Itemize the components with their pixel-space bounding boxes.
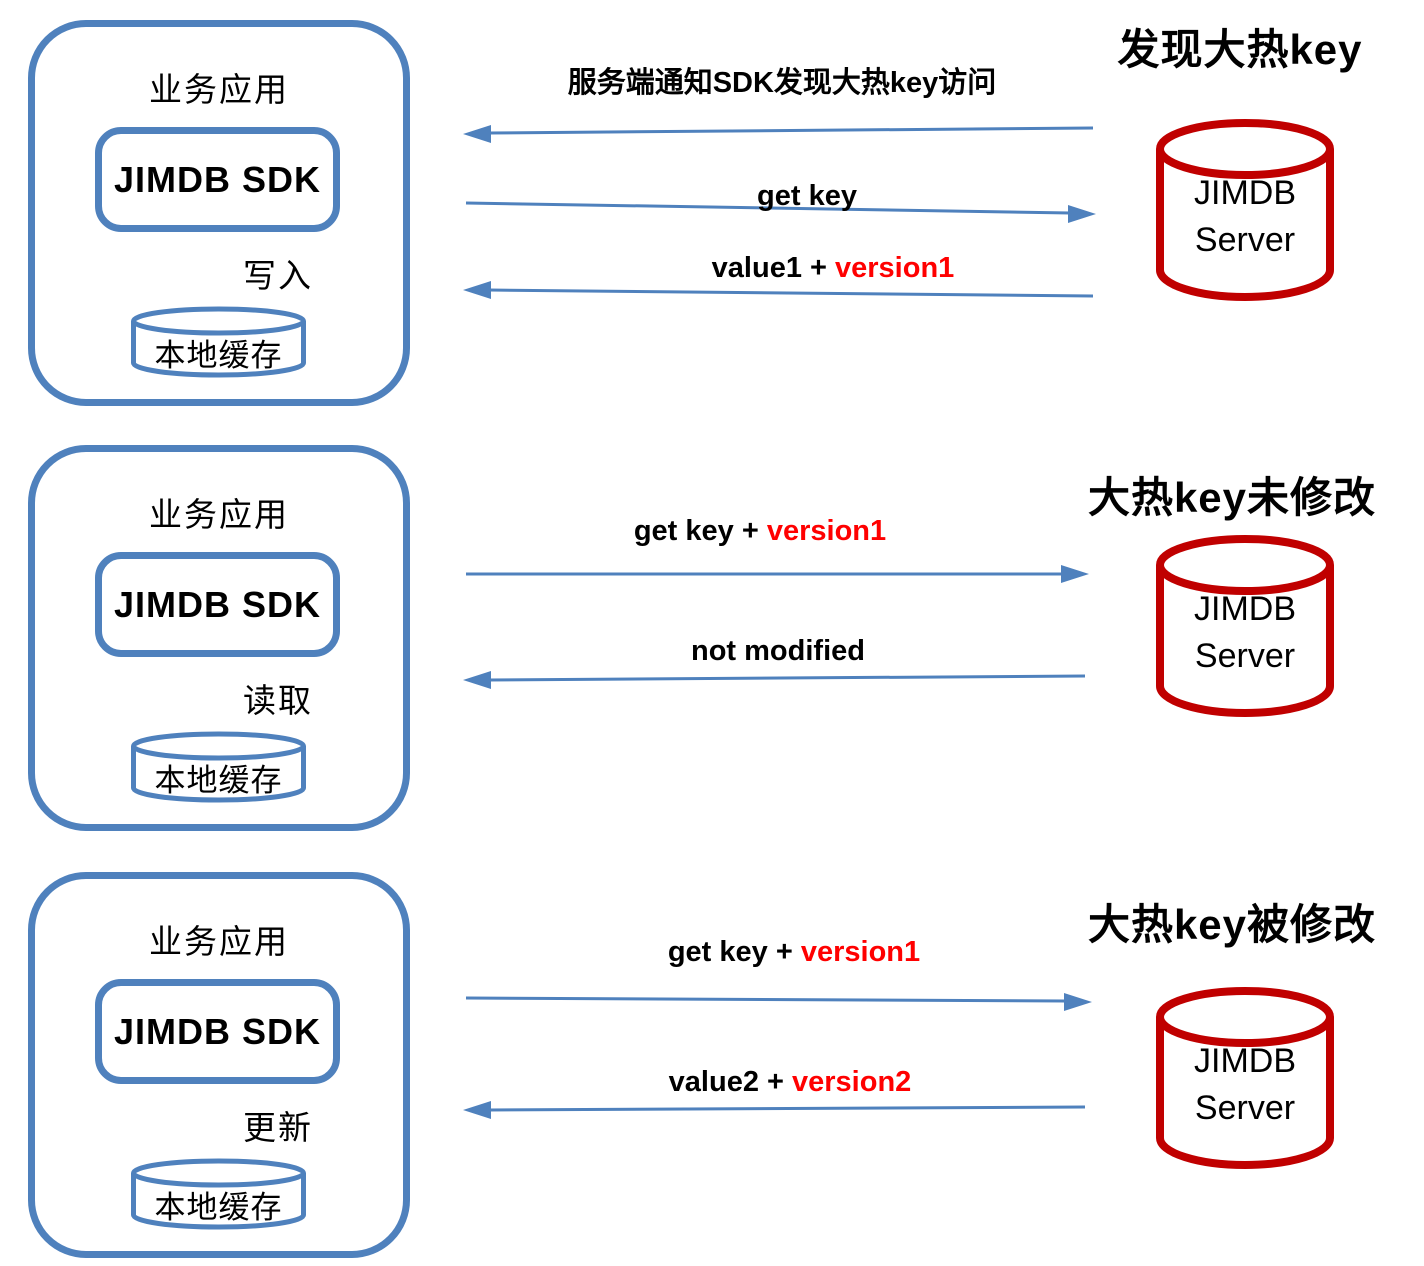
message-text: 服务端通知SDK发现大热key访问 (567, 67, 997, 99)
app-title: 业务应用 (149, 498, 289, 534)
action-label-read: 读取 (243, 684, 313, 720)
not-modified-arrow-left (463, 671, 1086, 689)
message-highlight: version1 (835, 252, 955, 284)
section-title-2: 大热key未修改 (1087, 474, 1377, 521)
cache-label: 本地缓存 (154, 1190, 283, 1225)
cache-label: 本地缓存 (154, 763, 283, 798)
action-label-write: 写入 (243, 259, 313, 295)
message-not-modified: not modified (498, 634, 1058, 668)
cache-label: 本地缓存 (154, 338, 283, 373)
message-text: value2 + (668, 1066, 793, 1098)
server-label-line1: JIMDB (1194, 174, 1296, 212)
message-text: get key (757, 180, 857, 212)
sdk-label: JIMDB SDK (113, 583, 322, 625)
sdk-box: JIMDB SDK (95, 979, 340, 1084)
server-cylinder-2: JIMDB Server (1155, 534, 1335, 718)
sdk-box: JIMDB SDK (95, 552, 340, 657)
message-get-key-version1-s2: get key + version1 (480, 514, 1040, 548)
sdk-box: JIMDB SDK (95, 127, 340, 232)
server-label: JIMDB Server (1155, 586, 1335, 680)
server-label: JIMDB Server (1155, 170, 1335, 264)
server-label-line2: Server (1194, 637, 1296, 675)
message-highlight: version1 (766, 515, 887, 547)
message-get-key-version1-s3: get key + version1 (514, 935, 1074, 969)
app-title: 业务应用 (149, 925, 289, 961)
server-label-line1: JIMDB (1194, 590, 1296, 628)
server-label: JIMDB Server (1155, 1038, 1335, 1132)
message-text: value1 + (711, 252, 836, 284)
message-text: not modified (691, 635, 865, 667)
message-value1-version1: value1 + version1 (553, 251, 1113, 285)
get-key-version1-arrow-right-s3 (465, 993, 1092, 1011)
value2-version2-arrow-left (463, 1101, 1086, 1119)
app-box-3: 业务应用 JIMDB SDK 更新 本地缓存 (28, 872, 410, 1258)
local-cache-cylinder: 本地缓存 (130, 306, 307, 379)
server-cylinder-1: JIMDB Server (1155, 118, 1335, 302)
cache-cylinder-shape (131, 306, 306, 378)
section-title-1: 发现大热key (1117, 26, 1363, 73)
local-cache-cylinder: 本地缓存 (130, 731, 307, 804)
notify-sdk-arrow-left (463, 125, 1094, 143)
server-cylinder-shape (1156, 119, 1334, 301)
server-cylinder-shape (1156, 535, 1334, 717)
cache-cylinder-shape (131, 1158, 306, 1230)
app-box-1: 业务应用 JIMDB SDK 写入 本地缓存 (28, 20, 410, 406)
section-title-3: 大热key被修改 (1087, 901, 1377, 948)
message-get-key: get key (527, 179, 1087, 213)
cache-cylinder-shape (131, 731, 306, 803)
message-text: get key + (633, 515, 767, 547)
sdk-label: JIMDB SDK (113, 158, 322, 200)
server-label-line2: Server (1194, 1089, 1296, 1127)
action-label-update: 更新 (243, 1111, 313, 1147)
server-cylinder-shape (1156, 987, 1334, 1169)
local-cache-cylinder: 本地缓存 (130, 1158, 307, 1231)
app-box-2: 业务应用 JIMDB SDK 读取 本地缓存 (28, 445, 410, 831)
app-title: 业务应用 (149, 73, 289, 109)
message-highlight: version2 (792, 1066, 912, 1098)
server-label-line1: JIMDB (1194, 1042, 1296, 1080)
server-label-line2: Server (1194, 221, 1296, 259)
message-value2-version2: value2 + version2 (510, 1065, 1070, 1099)
server-cylinder-3: JIMDB Server (1155, 986, 1335, 1170)
sdk-label: JIMDB SDK (113, 1010, 322, 1052)
get-key-version1-arrow-right-s2 (466, 565, 1089, 583)
message-highlight: version1 (800, 936, 921, 968)
message-notify-sdk: 服务端通知SDK发现大热key访问 (502, 66, 1062, 100)
message-text: get key + (667, 936, 801, 968)
